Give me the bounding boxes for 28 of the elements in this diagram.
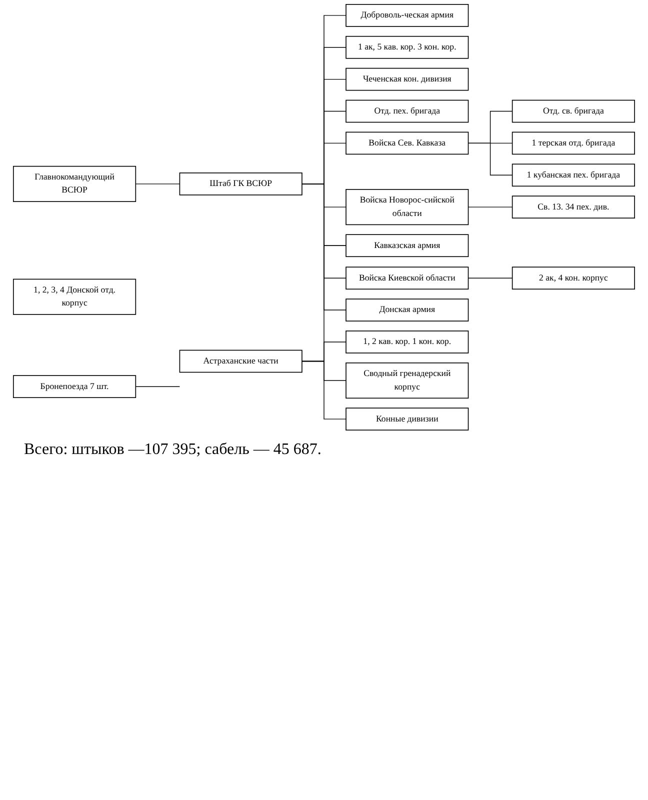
node-box: Донская армия xyxy=(346,298,469,322)
node-box: Войска Киевской области xyxy=(346,266,469,290)
node-box: 1, 2, 3, 4 Донской отд. корпус xyxy=(13,278,136,315)
node-box: Войска Новорос-сийской области xyxy=(346,189,469,226)
connector xyxy=(302,360,346,420)
node-box: Штаб ГК ВСЮР xyxy=(179,172,302,196)
node-box: 1, 2 кав. кор. 1 кон. кор. xyxy=(346,330,469,354)
node-box: Кавказская армия xyxy=(346,234,469,258)
node-box: Отд. пех. бригада xyxy=(346,100,469,123)
node-box: 1 кубанская пех. бригада xyxy=(512,164,635,187)
footnote: Всего: штыков —107 395; сабель — 45 687. xyxy=(24,440,322,458)
node-box: 2 ак, 4 кон. корпус xyxy=(512,266,635,290)
node-box: Астраханские части xyxy=(179,350,302,373)
node-box: Доброволь-ческая армия xyxy=(346,4,469,27)
connector xyxy=(468,206,513,208)
node-box: 1 ак, 5 кав. кор. 3 кон. кор. xyxy=(346,36,469,59)
node-box: 1 терская отд. бригада xyxy=(512,132,635,155)
connector xyxy=(302,184,346,310)
node-box: Сводный гренадерский корпус xyxy=(346,362,469,399)
connector xyxy=(135,386,180,387)
node-box: Главнокомандующий ВСЮР xyxy=(13,166,136,202)
node-box: Войска Сев. Кавказа xyxy=(346,132,469,155)
node-box: Чеченская кон. дивизия xyxy=(346,68,469,91)
node-box: Конные дивизии xyxy=(346,408,469,430)
connector xyxy=(468,142,513,176)
node-box: Бронепоезда 7 шт. xyxy=(13,375,136,398)
node-box: Св. 13. 34 пех. див. xyxy=(512,196,635,218)
node-box: Отд. св. бригада xyxy=(512,100,635,123)
